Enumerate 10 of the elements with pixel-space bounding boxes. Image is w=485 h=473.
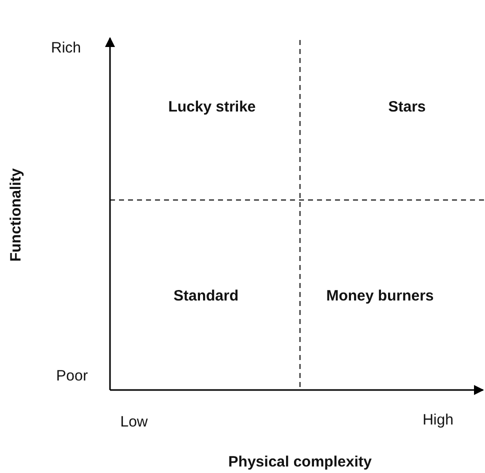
quadrant-label: Lucky strike — [168, 98, 256, 116]
axis-tick-label: High — [422, 412, 454, 428]
axis-title: Functionality — [8, 168, 24, 262]
quadrant-label: Money burners — [326, 288, 434, 304]
axis-tick-label: Poor — [56, 368, 88, 384]
quadrant-label: Stars — [388, 98, 426, 116]
axis-title: Physical complexity — [228, 454, 372, 470]
axis-tick-label: Rich — [51, 40, 81, 56]
quadrant-label: Standard — [174, 288, 238, 304]
axis-tick-label: Low — [120, 414, 148, 430]
